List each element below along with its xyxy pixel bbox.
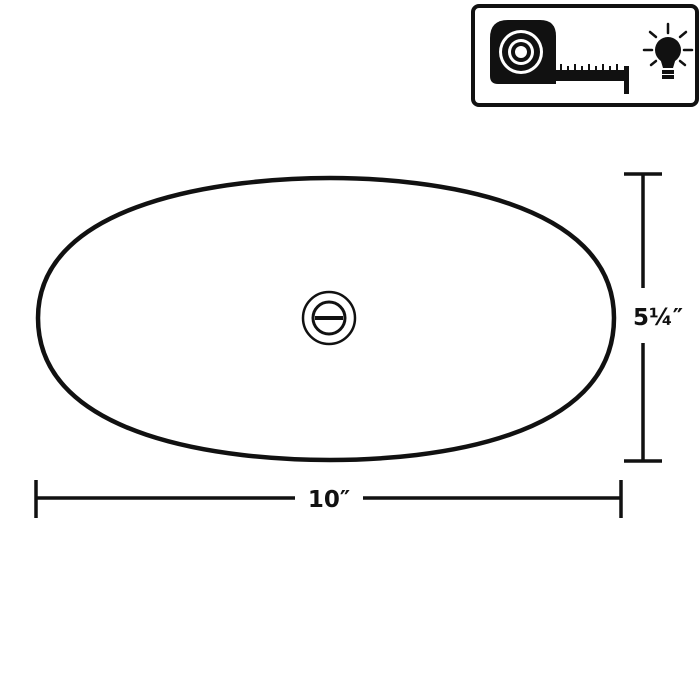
tape-measure-icon [490,20,629,94]
height-dimension: 5¼″ [624,172,683,463]
icon-badge [471,4,699,107]
lightbulb-icon [642,22,694,79]
height-label: 5¼″ [633,305,683,331]
width-dimension: 10″ [34,480,623,518]
width-label: 10″ [308,487,350,513]
drain-icon [301,290,357,346]
